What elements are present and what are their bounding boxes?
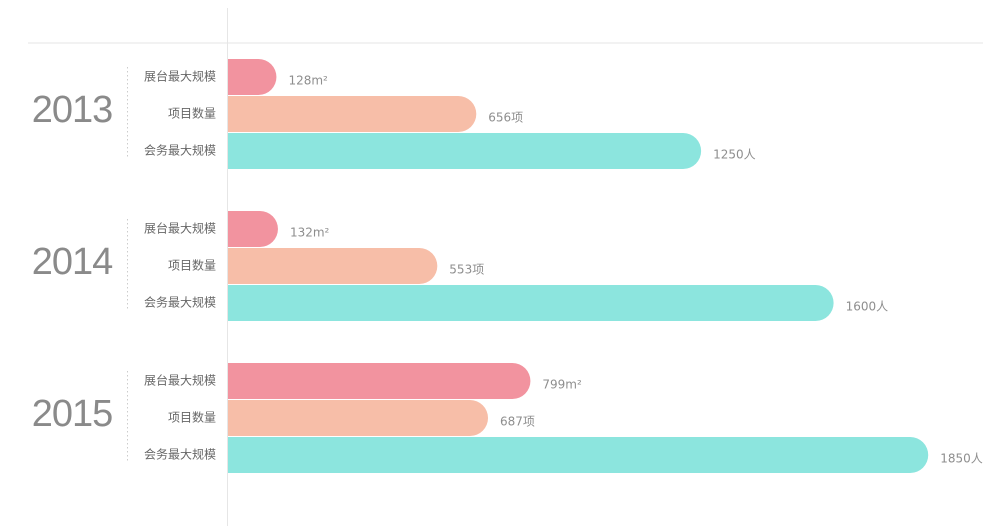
value-label: 687项 (500, 415, 535, 429)
bar (228, 437, 929, 473)
category-label: 展台最大规模 (144, 69, 216, 84)
year-label: 2013 (32, 89, 113, 131)
bar (228, 400, 489, 436)
category-label: 项目数量 (168, 410, 216, 425)
year-label: 2015 (32, 393, 113, 435)
category-label: 展台最大规模 (144, 373, 216, 388)
category-label: 会务最大规模 (144, 295, 216, 310)
value-label: 656项 (488, 111, 523, 125)
year-label: 2014 (32, 241, 113, 283)
bar (228, 248, 438, 284)
value-label: 1600人 (846, 300, 889, 314)
value-label: 553项 (449, 263, 484, 277)
bar (228, 96, 477, 132)
category-label: 会务最大规模 (144, 143, 216, 158)
bar (228, 59, 277, 95)
value-label: 132m² (290, 226, 330, 240)
category-label: 会务最大规模 (144, 447, 216, 462)
value-label: 128m² (288, 74, 328, 88)
category-label: 项目数量 (168, 106, 216, 121)
value-label: 1250人 (713, 148, 756, 162)
bar (228, 133, 702, 169)
category-label: 展台最大规模 (144, 221, 216, 236)
value-label: 799m² (542, 378, 582, 392)
category-label: 项目数量 (168, 258, 216, 273)
bar (228, 211, 278, 247)
value-label: 1850人 (940, 452, 983, 466)
bar (228, 285, 834, 321)
bar (228, 363, 531, 399)
